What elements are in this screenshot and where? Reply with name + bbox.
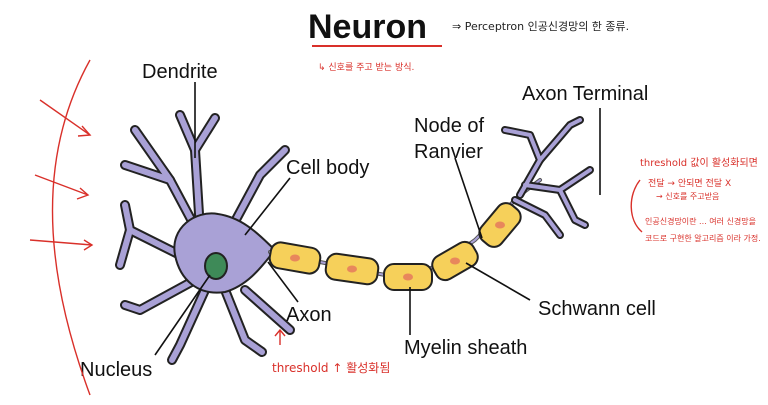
label-nucleus: Nucleus	[80, 359, 152, 381]
pointer-lines	[154, 82, 601, 356]
label-axon: Axon	[286, 304, 332, 326]
right-note-4: 인공신경망이란 ... 여러 신경망을	[645, 216, 756, 226]
label-myelin-sheath: Myelin sheath	[404, 337, 527, 359]
cell-body	[173, 212, 276, 294]
right-note-bracket	[630, 179, 643, 233]
nucleus-shape	[204, 252, 228, 280]
signal-note: ↳ 신호를 주고 받는 방식.	[318, 62, 414, 73]
perceptron-note: ⇒ Perceptron 인공신경망의 한 종류.	[452, 20, 629, 33]
threshold-bottom-note: threshold ↑ 활성화됨	[272, 361, 390, 375]
label-node-of-ranvier-1: Node of	[414, 115, 484, 137]
myelin-sheath-segments	[268, 202, 522, 291]
label-dendrite: Dendrite	[142, 61, 218, 83]
schwann-nuclei	[290, 221, 505, 281]
label-node-of-ranvier-2: Ranvier	[414, 141, 483, 163]
right-note-5: 코드로 구현한 알고리즘 이라 가정.	[645, 233, 761, 243]
title: Neuron	[308, 8, 427, 46]
label-schwann-cell: Schwann cell	[538, 298, 656, 320]
input-arrows	[29, 59, 286, 396]
label-axon-terminal: Axon Terminal	[522, 83, 648, 105]
neuron-illustration	[115, 110, 594, 365]
axon-terminals	[501, 116, 594, 239]
right-note-1: threshold 값이 활성화되면	[640, 156, 758, 169]
right-note-3: → 신호를 주고받음	[656, 191, 719, 201]
label-cell-body: Cell body	[286, 157, 369, 179]
right-note-2: 전달 → 안되면 전달 X	[648, 177, 731, 189]
